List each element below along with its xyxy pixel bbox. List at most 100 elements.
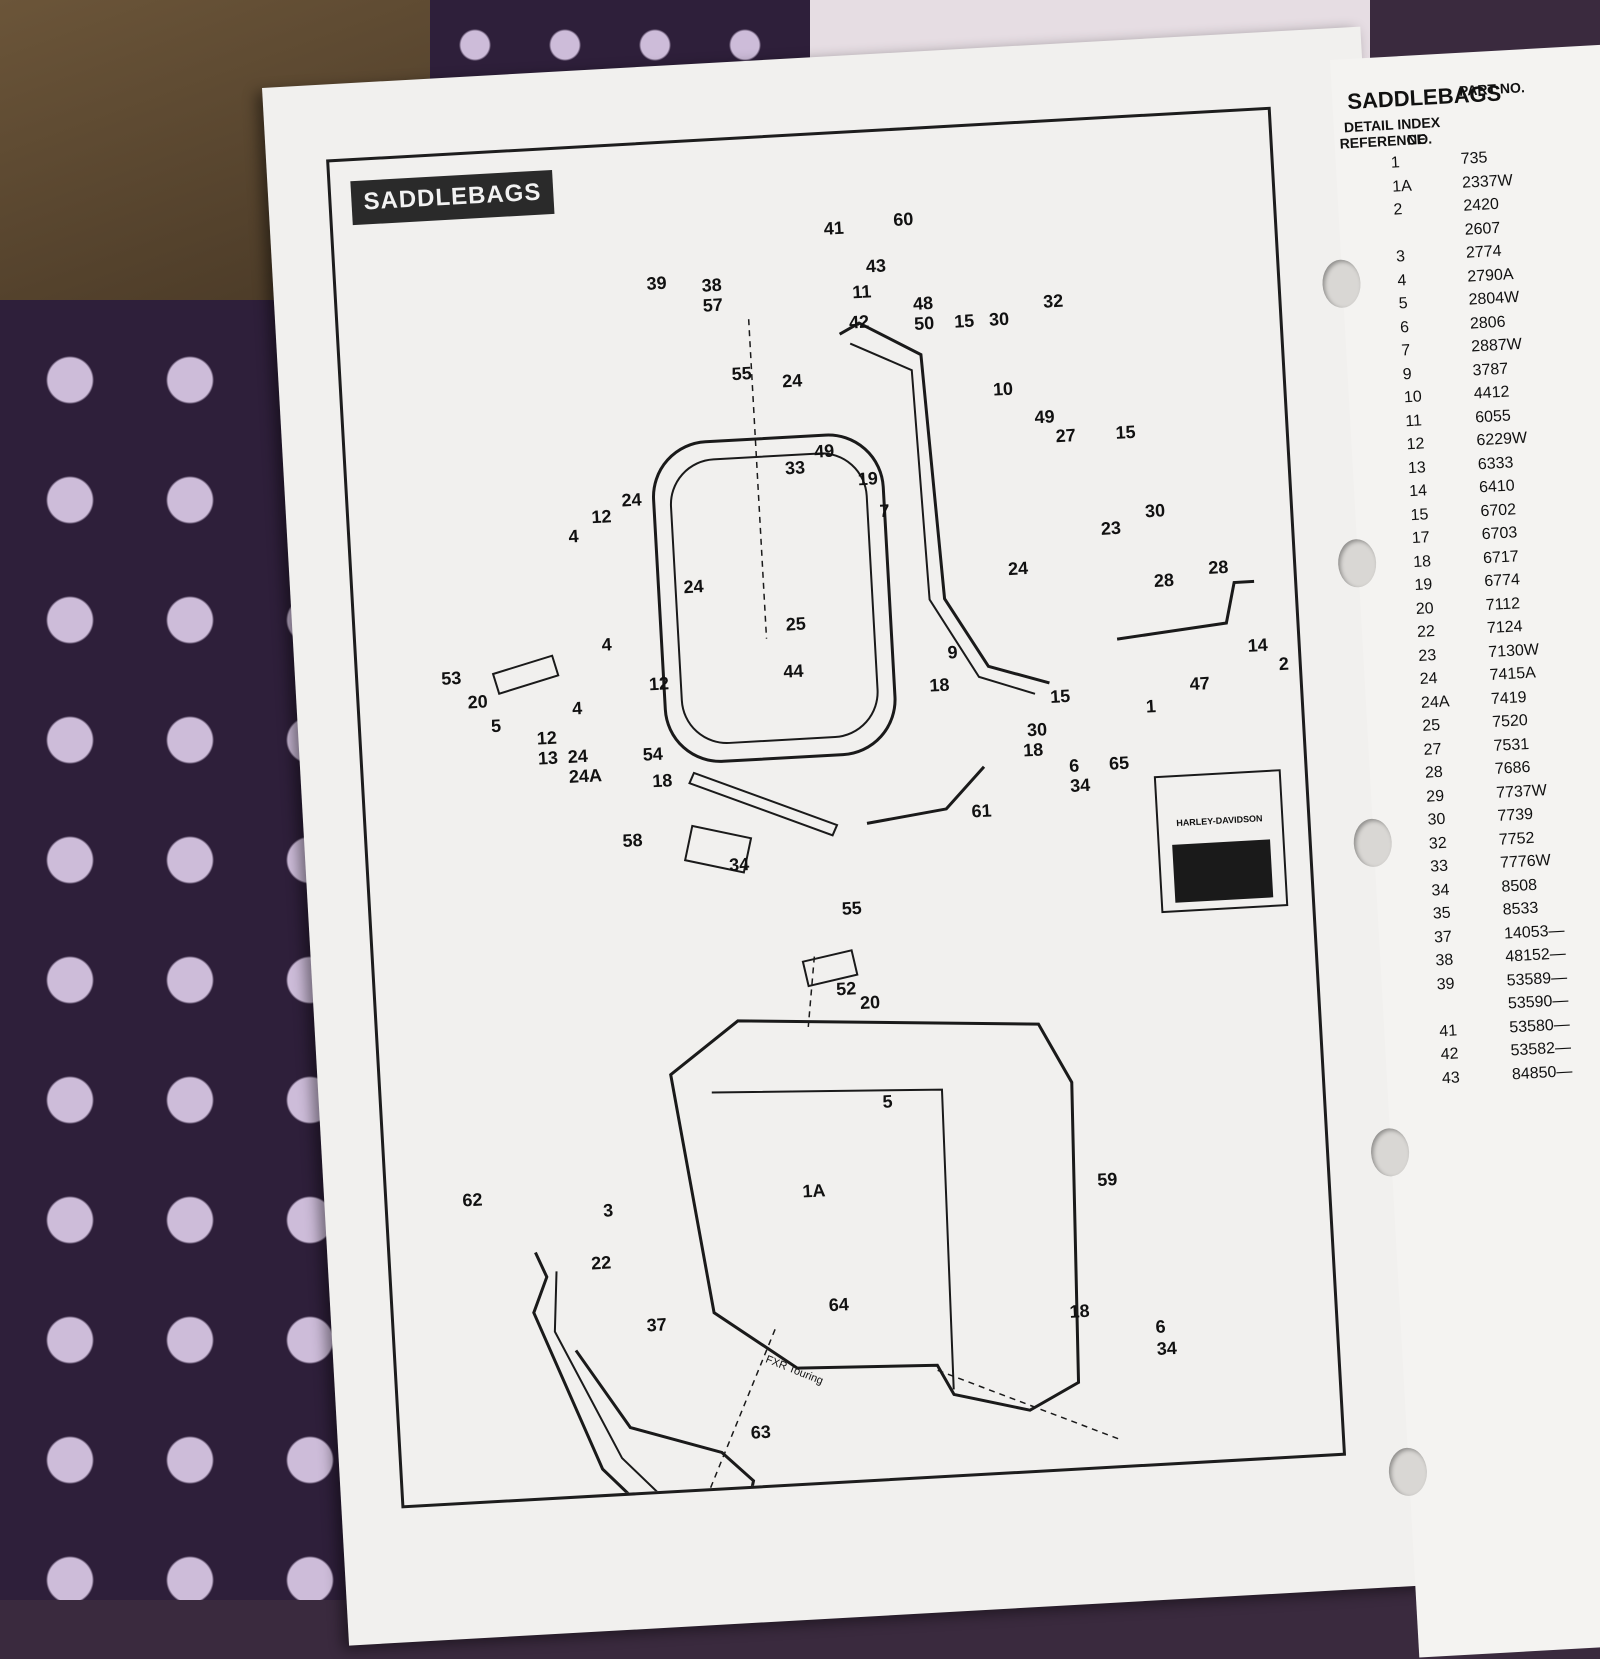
part_no-cell: 7124 bbox=[1486, 618, 1523, 638]
index_no-cell: 1 bbox=[1390, 154, 1401, 172]
upper-bag-liner-inner bbox=[669, 452, 879, 745]
index_no-cell: 2 bbox=[1393, 201, 1403, 219]
part_no-cell: 6333 bbox=[1477, 453, 1514, 473]
part-no-header: PART NO. bbox=[1458, 79, 1526, 99]
lid-latch-55 bbox=[801, 949, 859, 988]
part_no-cell: 7737W bbox=[1495, 781, 1548, 802]
callout-43: 43 bbox=[865, 255, 886, 276]
callout-34: 34 bbox=[1156, 1338, 1177, 1359]
index_no-cell: 24A bbox=[1420, 692, 1450, 712]
callout-12: 12 bbox=[536, 728, 557, 749]
index_no-cell: 25 bbox=[1421, 716, 1441, 735]
part_no-cell: 53582— bbox=[1510, 1039, 1572, 1060]
callout-34: 34 bbox=[1070, 775, 1091, 796]
part_no-cell: 2887W bbox=[1470, 335, 1523, 356]
lower-bag-lid-edge bbox=[711, 1088, 955, 1390]
part_no-cell: 2790A bbox=[1466, 265, 1514, 286]
callout-24: 24 bbox=[782, 370, 803, 391]
index_no-cell: 20 bbox=[1415, 599, 1435, 618]
index_no-cell: 1A bbox=[1391, 177, 1413, 196]
index_no-cell: 5 bbox=[1398, 295, 1409, 313]
part_no-cell: 7686 bbox=[1494, 758, 1531, 778]
index_no-cell: 3 bbox=[1395, 248, 1406, 266]
callout-48: 48 bbox=[913, 293, 934, 314]
index_no-cell: 39 bbox=[1436, 975, 1456, 993]
callout-61: 61 bbox=[971, 800, 992, 821]
part_no-cell: 7112 bbox=[1485, 594, 1521, 614]
detail-ref-header: DETAIL REFERENCE bbox=[1339, 116, 1427, 152]
callout-15: 15 bbox=[1115, 422, 1136, 443]
callout-12: 12 bbox=[648, 673, 669, 694]
callout-24: 24 bbox=[683, 576, 704, 597]
callout-60: 60 bbox=[893, 209, 914, 230]
callout-55: 55 bbox=[841, 898, 862, 919]
index_no-cell: 41 bbox=[1438, 1021, 1458, 1040]
callout-3: 3 bbox=[603, 1200, 614, 1221]
part_no-cell: 2774 bbox=[1465, 242, 1503, 262]
callout-27: 27 bbox=[1055, 425, 1076, 446]
part_no-cell: 6410 bbox=[1478, 477, 1516, 497]
part_no-cell: 6717 bbox=[1482, 547, 1520, 567]
callout-57: 57 bbox=[702, 295, 723, 316]
part_no-cell: 8508 bbox=[1500, 876, 1538, 896]
callout-39: 39 bbox=[646, 273, 667, 294]
index_no-cell bbox=[1437, 995, 1467, 1020]
part_no-cell: 53580— bbox=[1508, 1015, 1571, 1036]
part_no-cell: 8533 bbox=[1502, 899, 1539, 919]
index_no-cell: 28 bbox=[1424, 763, 1444, 782]
part_no-cell: 6703 bbox=[1481, 524, 1518, 544]
bracket-53 bbox=[491, 654, 560, 695]
callout-24: 24 bbox=[621, 489, 642, 510]
part_no-cell: 735 bbox=[1460, 149, 1488, 168]
index_no-cell: 29 bbox=[1425, 787, 1445, 806]
fxr-plate-text: FXR Touring bbox=[764, 1354, 825, 1388]
lower-bag-body bbox=[669, 1019, 1081, 1412]
index_no-cell: 24 bbox=[1419, 669, 1438, 688]
callout-15: 15 bbox=[954, 311, 975, 332]
callout-9: 9 bbox=[947, 642, 958, 663]
callout-59: 59 bbox=[1097, 1169, 1118, 1190]
index_no-cell: 35 bbox=[1432, 904, 1452, 923]
diagram-frame: SADDLEBAGS bbox=[326, 106, 1347, 1509]
upper-guard-rail bbox=[838, 321, 1050, 685]
callout-38: 38 bbox=[701, 275, 722, 296]
part_no-cell: 84850— bbox=[1511, 1062, 1573, 1083]
callout-47: 47 bbox=[1189, 673, 1210, 694]
callout-5: 5 bbox=[490, 716, 501, 737]
dashed-assembly-lines bbox=[695, 319, 1123, 1506]
index_no-cell: 27 bbox=[1423, 740, 1442, 759]
callout-49: 49 bbox=[814, 441, 835, 462]
callout-54: 54 bbox=[642, 744, 663, 765]
callout-17: 17 bbox=[519, 1497, 540, 1506]
part_no-cell: 2607 bbox=[1464, 219, 1501, 239]
callout-32: 32 bbox=[1043, 291, 1064, 312]
index_no-cell: 42 bbox=[1440, 1045, 1459, 1064]
callout-49: 49 bbox=[1034, 406, 1055, 427]
callout-18: 18 bbox=[929, 675, 950, 696]
index_no-cell: 14 bbox=[1408, 482, 1428, 501]
index_no-cell: 43 bbox=[1441, 1068, 1461, 1087]
callout-55: 55 bbox=[731, 363, 752, 384]
callout-24: 24 bbox=[1007, 558, 1028, 579]
index_no-cell: 38 bbox=[1434, 951, 1454, 970]
callout-23: 23 bbox=[1100, 518, 1121, 539]
index_no-cell: 19 bbox=[1413, 576, 1433, 595]
lower-guard-rail bbox=[532, 1251, 756, 1506]
callout-34: 34 bbox=[729, 854, 750, 875]
callout-5: 5 bbox=[882, 1091, 893, 1112]
callout-1: 1 bbox=[1145, 696, 1156, 717]
callout-30: 30 bbox=[1026, 719, 1047, 740]
callout-24A: 24A bbox=[568, 765, 602, 787]
index_no-cell: 7 bbox=[1400, 341, 1411, 360]
part_no-cell: 7520 bbox=[1491, 712, 1529, 731]
part_no-cell: 7419 bbox=[1490, 688, 1527, 708]
emblem-dark-panel bbox=[1172, 839, 1274, 903]
callout-62: 62 bbox=[462, 1189, 483, 1210]
part_no-cell: 48152— bbox=[1504, 945, 1567, 966]
callout-65: 65 bbox=[1108, 753, 1129, 774]
part_no-cell: 53590— bbox=[1507, 992, 1569, 1013]
callout-28: 28 bbox=[1208, 557, 1229, 578]
